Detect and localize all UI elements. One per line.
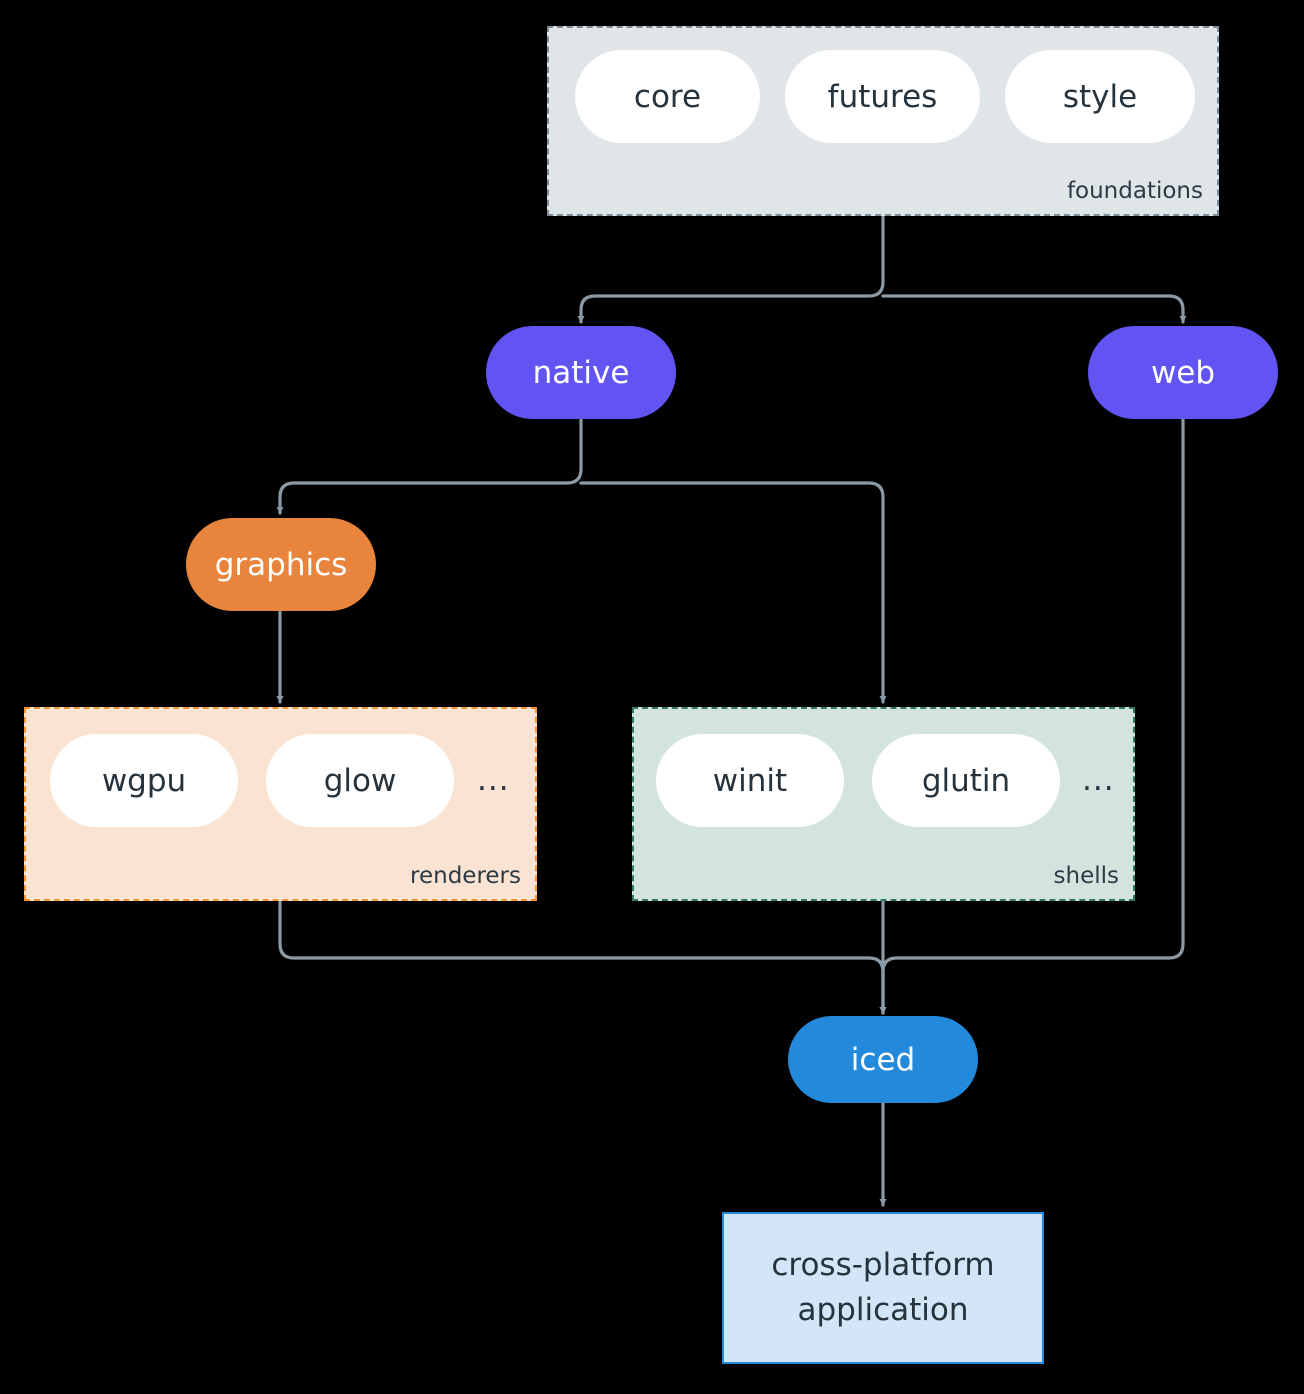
node-graphics[interactable]: graphics [186,518,376,611]
shells-ellipsis: ... [1082,762,1115,798]
node-glutin[interactable]: glutin [872,734,1060,827]
cluster-renderers-label: renderers [410,863,521,889]
node-application-label-line2: application [797,1292,969,1328]
node-native-label: native [532,354,630,391]
node-iced[interactable]: iced [788,1016,978,1103]
edge-foundations-web [881,294,1187,324]
node-web[interactable]: web [1088,326,1278,419]
node-style-label: style [1062,78,1138,115]
edge-native-graphics [276,418,583,515]
node-core[interactable]: core [575,50,760,143]
node-wgpu[interactable]: wgpu [50,734,238,827]
node-futures-label: futures [827,78,938,115]
node-iced-label: iced [850,1041,916,1078]
edge-native-shells [579,481,887,704]
cluster-shells-label: shells [1053,863,1119,889]
node-winit[interactable]: winit [656,734,844,827]
node-graphics-label: graphics [214,546,348,583]
node-native[interactable]: native [486,326,676,419]
node-application[interactable]: cross-platform application [722,1212,1044,1364]
edge-foundations-split [577,214,885,324]
node-style[interactable]: style [1005,50,1195,143]
node-web-label: web [1150,354,1216,391]
node-glow[interactable]: glow [266,734,454,827]
node-wgpu-label: wgpu [101,762,187,799]
cluster-foundations-label: foundations [1066,178,1203,204]
renderers-ellipsis: ... [477,762,510,798]
node-futures[interactable]: futures [785,50,980,143]
edge-renderers-iced [278,899,887,1015]
node-application-label-line1: cross-platform [771,1247,995,1284]
node-glow-label: glow [323,762,397,799]
node-glutin-label: glutin [921,762,1011,799]
node-winit-label: winit [712,762,788,799]
node-core-label: core [633,78,702,115]
